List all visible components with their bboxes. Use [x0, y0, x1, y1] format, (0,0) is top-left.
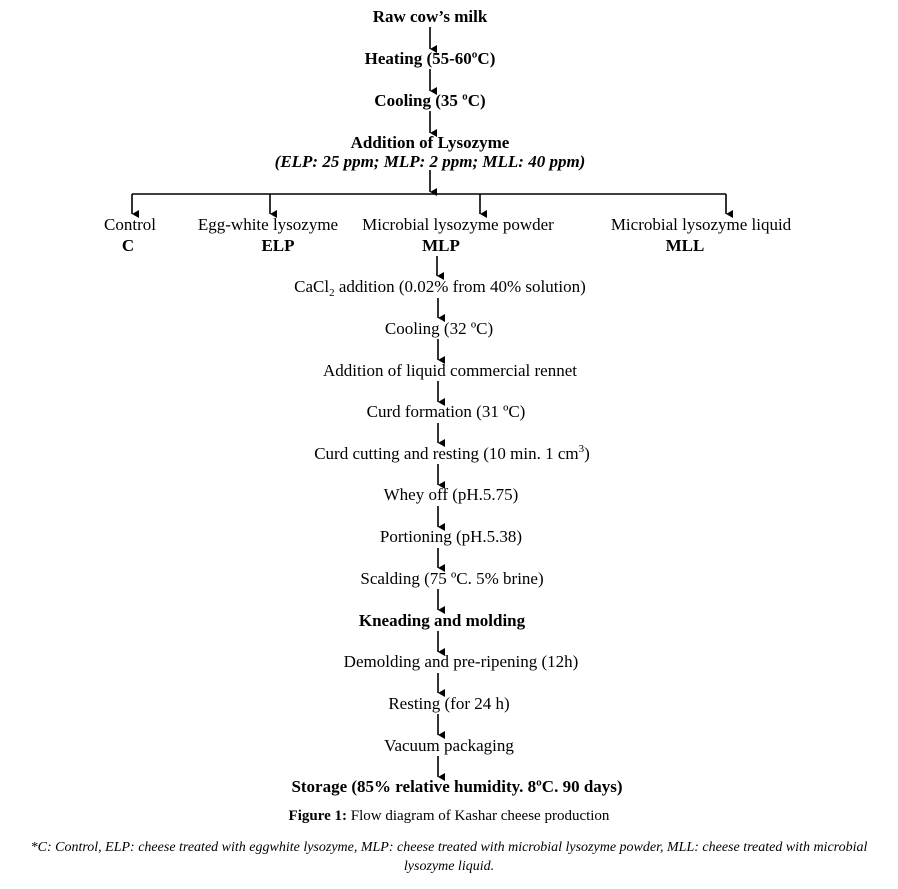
flow-diagram: Raw cow’s milk Heating (55-60ºC) Cooling… — [104, 7, 792, 796]
branch-mlp-code: MLP — [422, 236, 460, 255]
step-storage: Storage (85% relative humidity. 8ºC. 90 … — [291, 777, 622, 796]
step-heating: Heating (55-60ºC) — [365, 49, 496, 68]
figure-title: Flow diagram of Kashar cheese production — [347, 808, 610, 824]
branch-mll-label: Microbial lysozyme liquid — [611, 215, 792, 234]
step-demolding: Demolding and pre-ripening (12h) — [344, 652, 579, 671]
step-addition-lysozyme: Addition of Lysozyme — [351, 133, 510, 152]
cacl2-post: addition (0.02% from 40% solution) — [335, 277, 586, 296]
step-raw-milk: Raw cow’s milk — [373, 7, 488, 26]
step-cooling-32: Cooling (32 ºC) — [385, 319, 493, 338]
curd-cutting-close: ) — [584, 444, 590, 463]
step-kneading: Kneading and molding — [359, 611, 526, 630]
figure-caption: Figure 1: Flow diagram of Kashar cheese … — [0, 808, 898, 825]
branch-elp-label: Egg-white lysozyme — [198, 215, 338, 234]
step-cacl2: CaCl2 addition (0.02% from 40% solution) — [294, 277, 586, 299]
cacl2-pre: CaCl — [294, 277, 329, 296]
step-rennet: Addition of liquid commercial rennet — [323, 361, 577, 380]
branch-control-label: Control — [104, 215, 156, 234]
branch-mlp-label: Microbial lysozyme powder — [362, 215, 554, 234]
footnote: *C: Control, ELP: cheese treated with eg… — [30, 840, 868, 874]
figure-label: Figure 1: — [288, 808, 348, 824]
step-curd-cutting: Curd cutting and resting (10 min. 1 cm3) — [314, 443, 590, 463]
branch-mll-code: MLL — [666, 236, 705, 255]
step-vacuum: Vacuum packaging — [384, 736, 514, 755]
cacl2-sub: 2 — [329, 287, 335, 299]
curd-cutting-text: Curd cutting and resting (10 min. 1 cm — [314, 444, 578, 463]
branch-control-code: C — [122, 236, 134, 255]
lysozyme-doses: (ELP: 25 ppm; MLP: 2 ppm; MLL: 40 ppm) — [275, 152, 586, 171]
step-whey-off: Whey off (pH.5.75) — [384, 485, 519, 504]
step-cooling-35: Cooling (35 ºC) — [374, 91, 485, 110]
step-portioning: Portioning (pH.5.38) — [380, 527, 522, 546]
step-curd-formation: Curd formation (31 ºC) — [367, 402, 526, 421]
step-scalding: Scalding (75 ºC. 5% brine) — [360, 569, 543, 588]
branch-elp-code: ELP — [261, 236, 294, 255]
curd-cutting-sup: 3 — [579, 443, 585, 455]
step-resting: Resting (for 24 h) — [388, 694, 509, 713]
